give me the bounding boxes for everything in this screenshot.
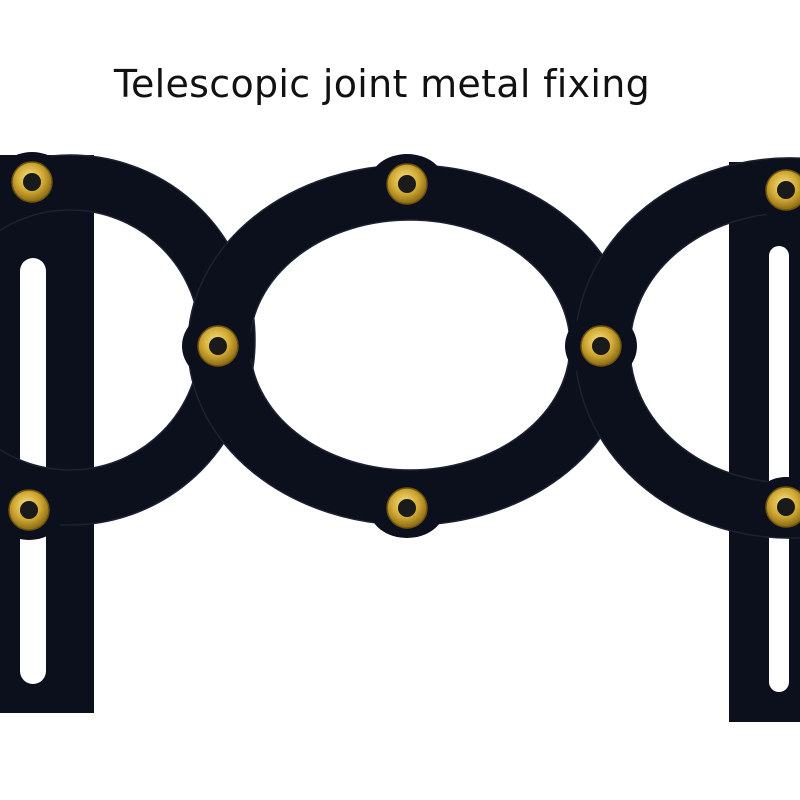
rivet-icon	[580, 325, 622, 367]
ring-link-right	[574, 157, 800, 539]
rivet-icon	[8, 489, 50, 531]
rivet-icon	[386, 487, 428, 529]
rivet-icon	[765, 169, 800, 211]
rivet-icon	[197, 325, 239, 367]
rivet-icon	[386, 163, 428, 205]
left-slotted-arm	[0, 155, 94, 713]
rivets	[8, 161, 800, 531]
right-slotted-arm	[729, 162, 800, 722]
product-caption: Telescopic joint metal fixing	[113, 62, 651, 106]
rivet-icon	[765, 486, 800, 528]
rivet-icon	[11, 161, 53, 203]
